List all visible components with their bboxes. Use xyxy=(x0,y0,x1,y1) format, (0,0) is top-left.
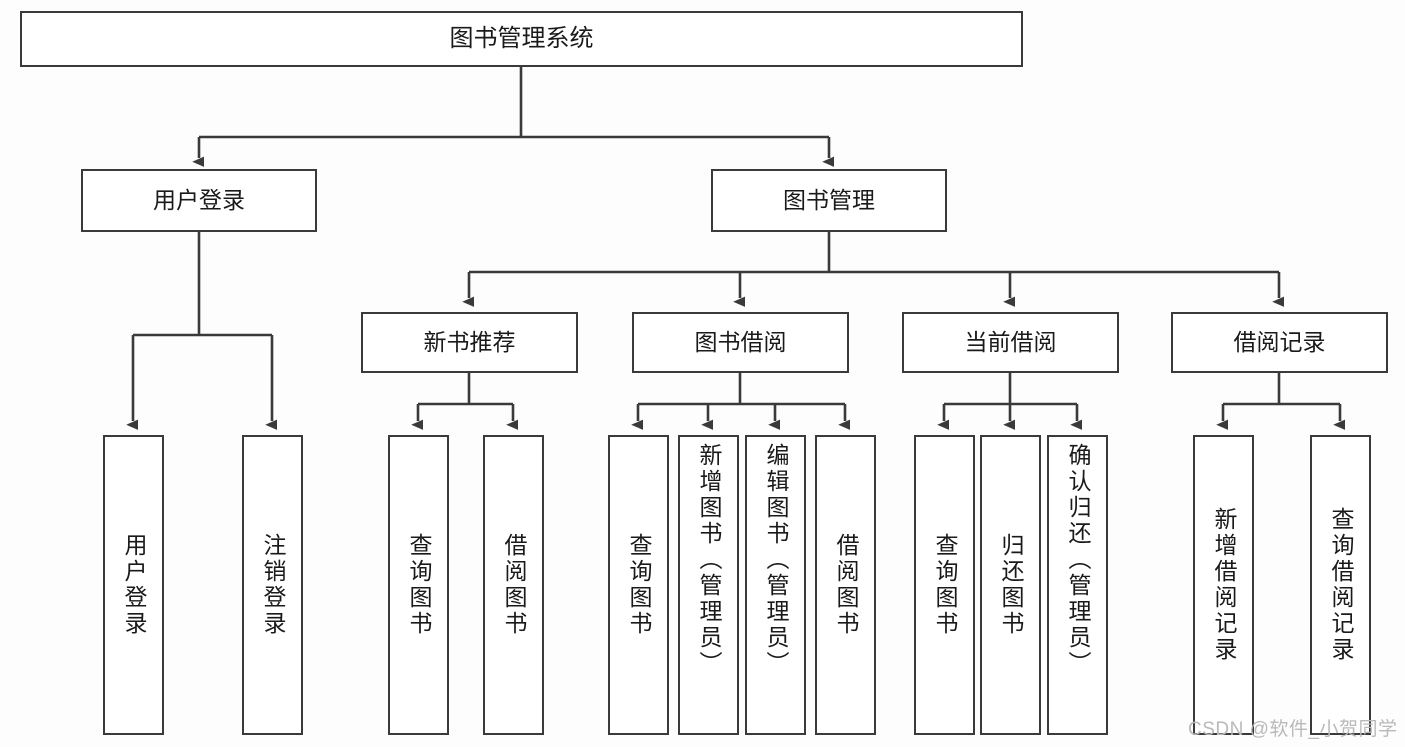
node-user-login[interactable]: 用户登录 xyxy=(81,169,317,232)
leaf-recommend-query-book[interactable]: 查询图书 xyxy=(388,435,449,735)
leaf-borrow-query-book[interactable]: 查询图书 xyxy=(608,435,669,735)
node-borrow-record[interactable]: 借阅记录 xyxy=(1171,312,1388,373)
node-label: 查询图书 xyxy=(932,533,958,637)
node-label: 图书管理系统 xyxy=(449,25,594,53)
node-label: 新书推荐 xyxy=(423,329,516,356)
node-label: 查询借阅记录 xyxy=(1328,507,1354,663)
node-label: 查询图书 xyxy=(626,533,652,637)
node-label: 注销登录 xyxy=(260,533,286,637)
leaf-current-return-book[interactable]: 归还图书 xyxy=(980,435,1041,735)
node-label: 借阅记录 xyxy=(1233,329,1326,356)
leaf-borrow-edit-book-admin[interactable]: 编辑图书（管理员） xyxy=(745,435,806,735)
node-new-book-recommend[interactable]: 新书推荐 xyxy=(361,312,578,373)
node-label: 查询图书 xyxy=(406,533,432,637)
node-label: 借阅图书 xyxy=(833,533,859,637)
node-label: 归还图书 xyxy=(998,533,1024,637)
leaf-recommend-borrow-book[interactable]: 借阅图书 xyxy=(483,435,544,735)
leaf-borrow-add-book-admin[interactable]: 新增图书（管理员） xyxy=(678,435,739,735)
node-label: 借阅图书 xyxy=(501,533,527,637)
node-root-system[interactable]: 图书管理系统 xyxy=(20,11,1023,67)
node-current-borrow[interactable]: 当前借阅 xyxy=(902,312,1119,373)
leaf-user-login-signin[interactable]: 用户登录 xyxy=(103,435,164,735)
leaf-borrow-borrow-book[interactable]: 借阅图书 xyxy=(815,435,876,735)
node-label: 当前借阅 xyxy=(964,329,1057,356)
node-label: 新增图书（管理员） xyxy=(696,443,722,677)
node-book-management[interactable]: 图书管理 xyxy=(711,169,947,232)
node-book-borrow[interactable]: 图书借阅 xyxy=(632,312,849,373)
leaf-record-query-record[interactable]: 查询借阅记录 xyxy=(1310,435,1371,735)
node-label: 用户登录 xyxy=(121,533,147,637)
node-label: 用户登录 xyxy=(153,187,245,214)
leaf-user-login-signout[interactable]: 注销登录 xyxy=(242,435,303,735)
csdn-watermark: CSDN @软件_小贺同学 xyxy=(1188,719,1398,740)
node-label: 图书管理 xyxy=(783,187,875,214)
leaf-record-add-record[interactable]: 新增借阅记录 xyxy=(1193,435,1254,735)
node-label: 图书借阅 xyxy=(694,329,787,356)
node-label: 确认归还（管理员） xyxy=(1065,443,1091,677)
node-label: 新增借阅记录 xyxy=(1211,507,1237,663)
leaf-current-confirm-return-admin[interactable]: 确认归还（管理员） xyxy=(1047,435,1108,735)
node-label: 编辑图书（管理员） xyxy=(763,443,789,677)
leaf-current-query-book[interactable]: 查询图书 xyxy=(914,435,975,735)
